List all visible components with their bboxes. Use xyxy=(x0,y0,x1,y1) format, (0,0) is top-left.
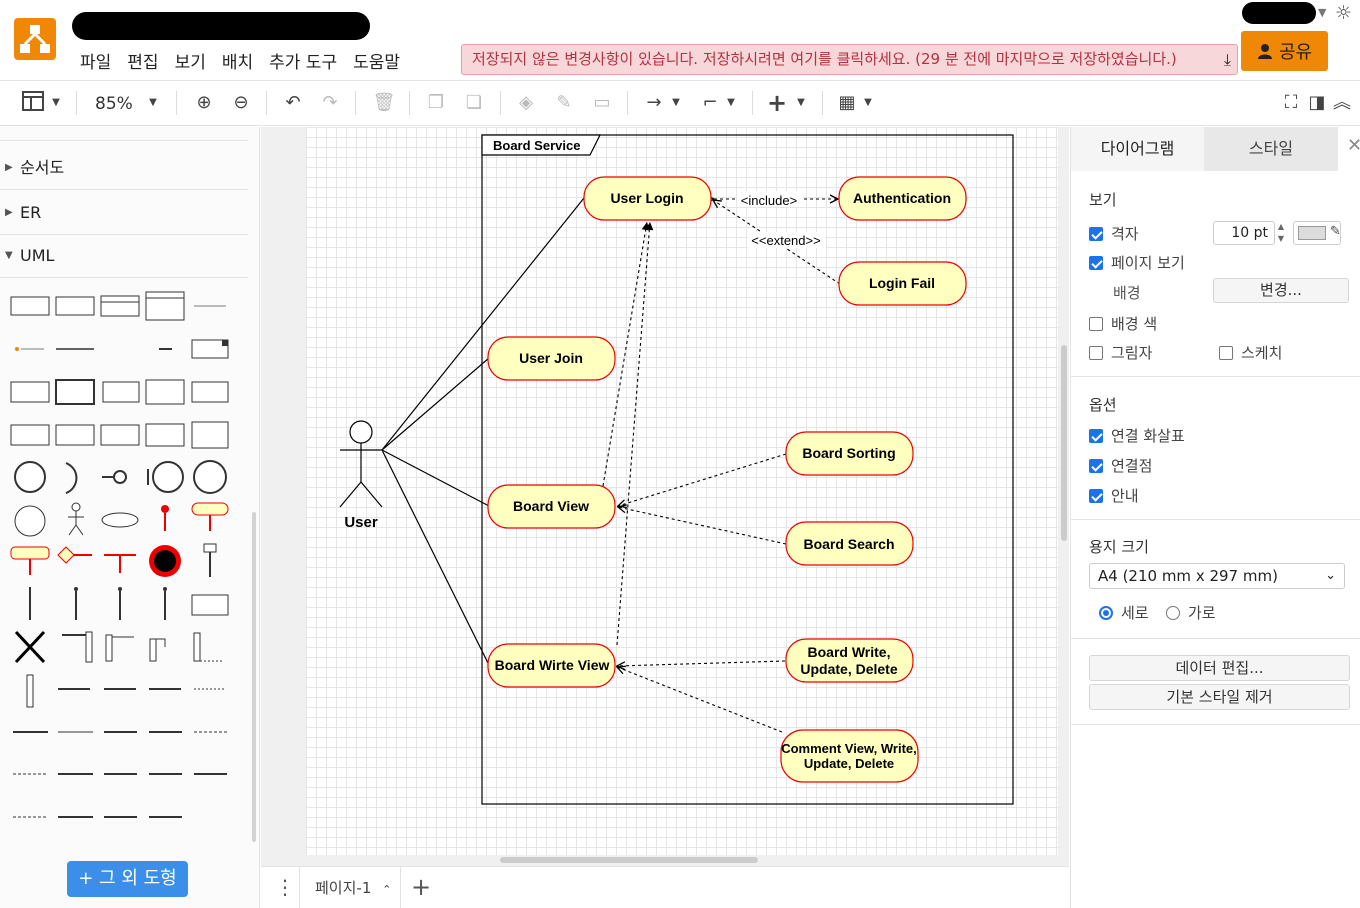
drawio-logo[interactable] xyxy=(14,18,56,60)
edit-data-button[interactable]: 데이터 편집... xyxy=(1089,655,1350,681)
menu-help[interactable]: 도움말 xyxy=(353,53,401,73)
sun-icon[interactable]: ☼ xyxy=(1335,2,1353,24)
category-recent[interactable]: ▶최근 xyxy=(0,127,248,141)
add-page-icon[interactable]: + xyxy=(411,873,432,901)
vertical-scrollbar[interactable] xyxy=(1061,345,1067,541)
diagram-page[interactable] xyxy=(306,127,1058,855)
header: 파일 편집 보기 배치 추가 도구 도움말 저장되지 않은 변경사항이 있습니다… xyxy=(0,0,1360,80)
eyedropper-icon: ✎ xyxy=(1330,224,1341,239)
fullscreen-icon[interactable]: ⛶ xyxy=(1284,92,1298,113)
category-label: 순서도 xyxy=(20,158,65,177)
zoom-out-icon[interactable]: ⊖ xyxy=(233,92,249,113)
horizontal-scrollbar[interactable] xyxy=(500,857,758,863)
user-icon xyxy=(1257,44,1272,59)
download-icon: ⤓ xyxy=(1223,50,1231,69)
unsaved-changes-banner[interactable]: 저장되지 않은 변경사항이 있습니다. 저장하시려면 여기를 클릭하세요. (2… xyxy=(461,44,1238,75)
waypoints-icon[interactable]: ⌐ xyxy=(702,92,718,113)
category-er[interactable]: ▶ ER xyxy=(0,191,248,235)
more-shapes-button[interactable]: + 그 외 도형 xyxy=(67,861,188,897)
portrait-radio[interactable]: 세로 xyxy=(1099,602,1149,623)
expand-arrow-icon: ▶ xyxy=(5,207,13,218)
line-color-icon[interactable]: ✎ xyxy=(556,92,572,113)
chevron-down-icon[interactable]: ▼ xyxy=(864,97,872,108)
category-uml[interactable]: ▼ UML xyxy=(0,234,248,278)
page-tab-label: 페이지-1 xyxy=(315,879,372,897)
category-label: 최근 xyxy=(20,127,49,128)
options-section-title: 옵션 xyxy=(1089,396,1117,414)
grid-color-picker[interactable]: ✎ xyxy=(1293,221,1341,245)
grid-size-input[interactable]: 10 pt xyxy=(1213,221,1275,245)
toggle-panel-icon[interactable]: ◨ xyxy=(1308,92,1326,113)
to-back-icon[interactable]: ❏ xyxy=(465,92,483,113)
chevron-down-icon[interactable]: ▼ xyxy=(672,97,680,108)
tab-diagram[interactable]: 다이어그램 xyxy=(1071,127,1204,171)
view-section-title: 보기 xyxy=(1089,191,1117,209)
to-front-icon[interactable]: ❐ xyxy=(427,92,445,113)
toolbar: ▼ 85% ▼ ⊕ ⊖ ↶ ↷ 🗑 ❐ ❏ ◈ ✎ ▭ → ▼ ⌐ ▼ + ▼ … xyxy=(0,80,1360,126)
grid-size-spinner[interactable]: ▲▼ xyxy=(1277,222,1285,243)
change-background-button[interactable]: 변경... xyxy=(1213,278,1349,303)
connection-points-checkbox[interactable]: 연결점 xyxy=(1089,455,1152,476)
page-view-checkbox[interactable]: 페이지 보기 xyxy=(1089,252,1185,273)
collapse-arrow-icon: ▼ xyxy=(5,250,13,261)
background-label: 배경 xyxy=(1113,284,1141,302)
category-flowchart[interactable]: ▶ 순서도 xyxy=(0,146,248,190)
insert-plus-icon[interactable]: + xyxy=(766,89,788,117)
format-panel-icon[interactable] xyxy=(20,91,46,115)
chevron-down-icon[interactable]: ▼ xyxy=(797,97,805,108)
category-label: UML xyxy=(20,246,55,265)
undo-icon[interactable]: ↶ xyxy=(285,92,301,113)
share-label: 공유 xyxy=(1278,42,1313,63)
chevron-down-icon: ⌄ xyxy=(1325,568,1336,583)
table-icon[interactable]: ▦ xyxy=(838,92,856,113)
connection-arrow-icon[interactable]: → xyxy=(646,92,662,113)
chevron-down-icon[interactable]: ▼ xyxy=(52,97,60,108)
menu-edit[interactable]: 편집 xyxy=(127,53,159,73)
chevron-up-icon[interactable]: ⌃ xyxy=(382,883,392,896)
unsaved-changes-text: 저장되지 않은 변경사항이 있습니다. 저장하시려면 여기를 클릭하세요. (2… xyxy=(472,50,1177,68)
clear-default-style-button[interactable]: 기본 스타일 제거 xyxy=(1089,684,1350,710)
document-title-redacted[interactable] xyxy=(72,12,370,40)
diagram-canvas[interactable] xyxy=(261,127,1069,866)
menu-arrange[interactable]: 배치 xyxy=(221,53,254,73)
background-color-checkbox[interactable]: 배경 색 xyxy=(1089,313,1157,334)
paper-size-select[interactable]: A4 (210 mm x 297 mm) ⌄ xyxy=(1089,563,1345,589)
paper-size-value: A4 (210 mm x 297 mm) xyxy=(1098,567,1278,585)
paper-size-section-title: 용지 크기 xyxy=(1089,538,1149,556)
close-icon[interactable]: ✕ xyxy=(1347,135,1360,156)
delete-icon[interactable]: 🗑 xyxy=(372,92,396,113)
guides-checkbox[interactable]: 안내 xyxy=(1089,485,1139,506)
redo-icon[interactable]: ↷ xyxy=(322,92,338,113)
page-menu-icon[interactable]: ⋮ xyxy=(275,875,295,899)
collapse-icon[interactable]: ︽ xyxy=(1333,92,1351,113)
sketch-checkbox[interactable]: 스케치 xyxy=(1219,342,1282,363)
category-label: ER xyxy=(20,203,42,222)
menu-extras[interactable]: 추가 도구 xyxy=(269,53,338,73)
page-tabs-bar: ⋮ 페이지-1 ⌃ + xyxy=(261,866,1069,908)
menu-bar: 파일 편집 보기 배치 추가 도구 도움말 xyxy=(72,46,408,73)
expand-arrow-icon: ▶ xyxy=(5,162,13,173)
user-account-redacted[interactable] xyxy=(1242,2,1316,24)
zoom-level[interactable]: 85% xyxy=(95,94,133,114)
page-tab[interactable]: 페이지-1 ⌃ xyxy=(299,867,401,908)
shadow-icon[interactable]: ▭ xyxy=(593,92,611,113)
shadow-checkbox[interactable]: 그림자 xyxy=(1089,342,1152,363)
format-panel: 다이어그램 스타일 ✕ 보기 격자 10 pt ▲▼ ✎ 페이지 보기 배경 변… xyxy=(1070,127,1360,908)
share-button[interactable]: 공유 xyxy=(1241,31,1328,71)
menu-view[interactable]: 보기 xyxy=(174,53,206,73)
landscape-radio[interactable]: 가로 xyxy=(1166,602,1216,623)
shapes-sidebar: ▶최근 ▶ 순서도 ▶ ER ▼ UML xyxy=(0,127,260,908)
chevron-down-icon[interactable]: ▼ xyxy=(1318,6,1327,19)
chevron-down-icon[interactable]: ▼ xyxy=(149,97,157,108)
connection-arrows-checkbox[interactable]: 연결 화살표 xyxy=(1089,425,1185,446)
fill-color-icon[interactable]: ◈ xyxy=(519,92,533,113)
uml-shape-palette[interactable] xyxy=(0,277,250,837)
tab-style[interactable]: 스타일 xyxy=(1204,127,1338,171)
menu-file[interactable]: 파일 xyxy=(80,53,112,73)
zoom-in-icon[interactable]: ⊕ xyxy=(196,92,212,113)
sidebar-scrollbar[interactable] xyxy=(252,512,256,842)
grid-checkbox[interactable]: 격자 xyxy=(1089,223,1139,244)
chevron-down-icon[interactable]: ▼ xyxy=(727,97,735,108)
